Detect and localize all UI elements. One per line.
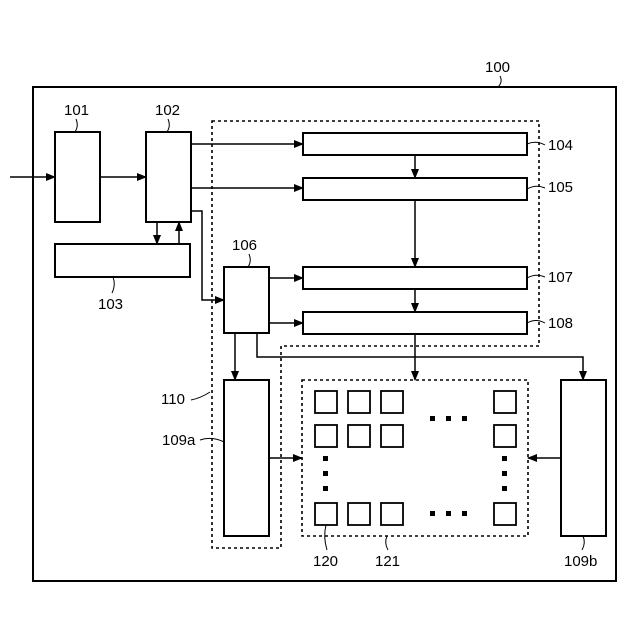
block-106 [224, 267, 269, 333]
block-107 [303, 267, 527, 289]
ellipsis-dot [323, 486, 328, 491]
cell [348, 391, 370, 413]
label-120: 120 [313, 553, 338, 570]
arrow-102-106 [191, 211, 224, 300]
label-108: 108 [548, 315, 573, 332]
ellipsis-dot [462, 511, 467, 516]
leader-103 [112, 277, 114, 293]
leader-121 [386, 536, 388, 550]
ellipsis-dot [430, 511, 435, 516]
label-110: 110 [161, 391, 185, 408]
leader-109b [582, 536, 584, 550]
cell-120 [315, 503, 337, 525]
label-107: 107 [548, 269, 573, 286]
block-103 [55, 244, 190, 277]
label-102: 102 [155, 102, 180, 119]
leader-101 [75, 119, 77, 132]
ellipsis-dot [430, 416, 435, 421]
block-104 [303, 133, 527, 155]
ellipsis-dot [446, 416, 451, 421]
cell [315, 425, 337, 447]
block-102 [146, 132, 191, 222]
ellipsis-dot [323, 471, 328, 476]
block-105 [303, 178, 527, 200]
ellipsis-dot [446, 511, 451, 516]
label-109b: 109b [564, 553, 597, 570]
ellipsis-dot [462, 416, 467, 421]
cell [381, 391, 403, 413]
ellipsis-dot [502, 456, 507, 461]
pixel-cells [315, 391, 516, 525]
cell [494, 391, 516, 413]
arrow-106-109b [257, 333, 583, 380]
label-104: 104 [548, 137, 573, 154]
cell [494, 425, 516, 447]
leader-108 [527, 321, 545, 324]
label-109a: 109a [162, 432, 196, 449]
label-106: 106 [232, 237, 257, 254]
leader-107 [527, 275, 545, 278]
block-109a [224, 380, 269, 536]
leader-105 [527, 186, 545, 189]
label-121: 121 [375, 553, 400, 570]
leader-100 [498, 76, 501, 87]
leader-102 [167, 119, 169, 132]
cell [348, 425, 370, 447]
leader-104 [527, 142, 545, 145]
label-105: 105 [548, 179, 573, 196]
label-103: 103 [98, 296, 123, 313]
cell [348, 503, 370, 525]
label-101: 101 [64, 102, 89, 119]
cell [381, 503, 403, 525]
cell [381, 425, 403, 447]
ellipsis-dot [502, 471, 507, 476]
leader-106 [248, 254, 250, 267]
leader-120 [325, 525, 327, 550]
ellipsis-dot [323, 456, 328, 461]
block-101 [55, 132, 100, 222]
ellipsis-dot [502, 486, 507, 491]
label-100: 100 [485, 59, 510, 76]
cell [315, 391, 337, 413]
block-108 [303, 312, 527, 334]
cell [494, 503, 516, 525]
block-109b [561, 380, 606, 536]
leader-110 [191, 392, 210, 400]
